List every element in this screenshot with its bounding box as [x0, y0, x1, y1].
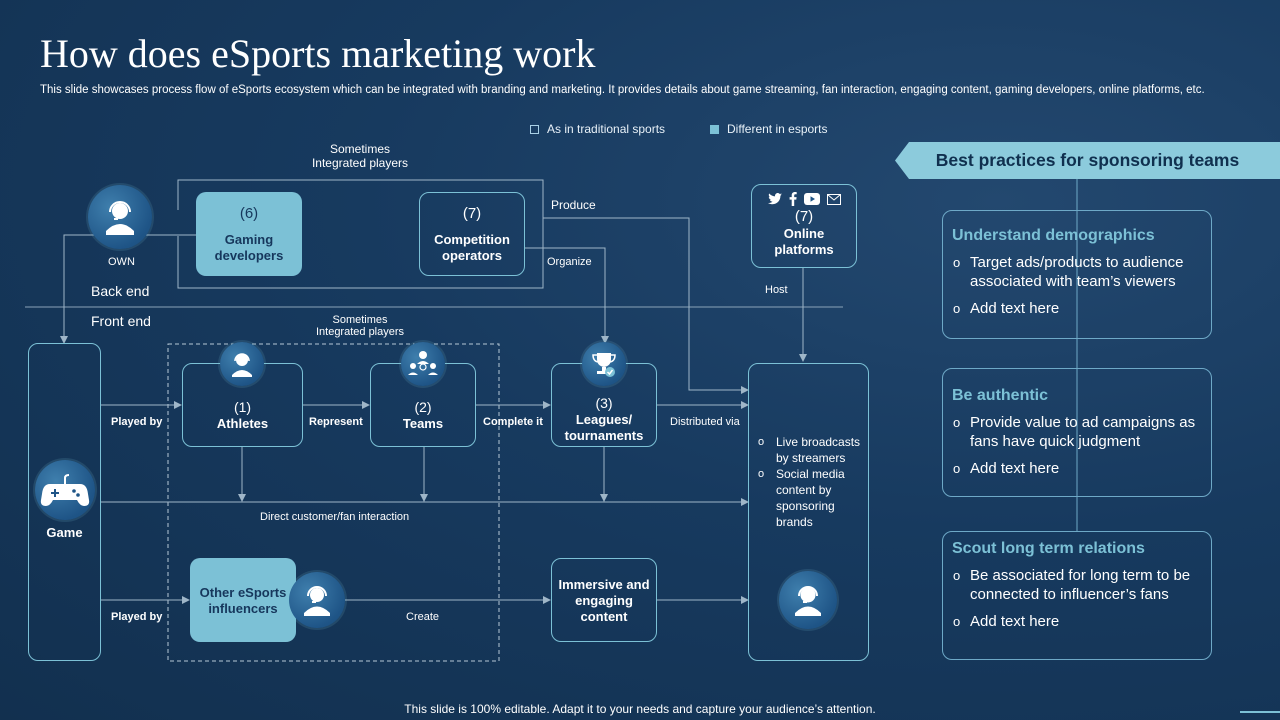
distribution-list: Live broadcasts by streamers Social medi…	[758, 434, 862, 530]
page-title: How does eSports marketing work	[40, 31, 596, 76]
leagues-node: (3) Leagues/ tournaments	[551, 363, 657, 447]
distribution-node	[748, 363, 869, 661]
represent-label: Represent	[309, 416, 363, 428]
social-icons	[752, 190, 856, 208]
front-end-label: Front end	[91, 313, 151, 329]
legend-traditional-label: As in traditional sports	[547, 122, 666, 136]
sometimes-top-line2: Integrated players	[311, 156, 409, 170]
teams-label: Teams	[402, 416, 444, 431]
twitter-icon	[767, 193, 782, 205]
sometimes-mid-line1: Sometimes	[332, 314, 388, 326]
complete-it-label: Complete it	[483, 416, 543, 428]
practice-card-title: Scout long term relations	[952, 540, 1145, 557]
sometimes-top-line1: Sometimes	[329, 142, 391, 156]
legend-different: Different in esports	[710, 122, 828, 136]
trophy-icon	[582, 342, 626, 386]
played-by-label-2: Played by	[111, 611, 163, 623]
distribution-item-2: Social media content by sponsoring brand…	[758, 466, 862, 530]
sometimes-top-label: Sometimes Integrated players	[300, 142, 420, 170]
organize-connector	[524, 247, 609, 344]
integrated-players-bracket	[177, 179, 544, 289]
team-icon	[401, 342, 445, 386]
practice-card-item: Add text here	[952, 612, 1199, 631]
sometimes-mid-line2: Integrated players	[315, 326, 405, 338]
facebook-icon	[789, 192, 797, 206]
mail-icon	[826, 193, 841, 205]
played-by-label-1: Played by	[111, 416, 163, 428]
online-platforms-node: (7) Online platforms	[751, 184, 857, 268]
competition-operators-node: (7) Competition operators	[419, 192, 525, 276]
own-label: OWN	[108, 256, 135, 268]
influencer-headset-icon	[289, 572, 345, 628]
athlete-headset-icon	[220, 342, 264, 386]
practice-card-demographics: Understand demographics Target ads/produ…	[942, 210, 1212, 339]
practice-card-title: Understand demographics	[952, 227, 1155, 244]
leagues-label: Leagues/ tournaments	[564, 412, 644, 443]
organize-label: Organize	[547, 256, 592, 268]
game-label: Game	[46, 525, 83, 540]
create-label: Create	[406, 611, 440, 623]
produce-label: Produce	[551, 198, 596, 212]
practice-card-authentic: Be authentic Provide value to ad campaig…	[942, 368, 1212, 497]
legend-filled-swatch	[710, 124, 719, 134]
influencers-label: Other eSports influencers	[199, 585, 287, 616]
legend-traditional: As in traditional sports	[530, 122, 665, 136]
practice-card-item: Add text here	[952, 299, 1199, 318]
distribution-item-1: Live broadcasts by streamers	[758, 434, 862, 466]
practice-card-item: Target ads/products to audience associat…	[952, 253, 1199, 291]
distributed-via-label: Distributed via	[670, 416, 740, 428]
owner-avatar-icon	[88, 185, 152, 249]
practice-card-item: Be associated for long term to be connec…	[952, 566, 1199, 604]
page-subtitle: This slide showcases process flow of eSp…	[40, 84, 1205, 96]
online-platforms-number: (7)	[794, 208, 814, 225]
direct-interaction-label: Direct customer/fan interaction	[260, 511, 410, 523]
legend-different-label: Different in esports	[727, 122, 828, 136]
practice-card-item: Add text here	[952, 459, 1199, 478]
legend-outline-swatch	[530, 124, 539, 134]
athletes-number: (1)	[233, 399, 252, 415]
gamepad-icon	[35, 460, 95, 520]
practice-card-relations: Scout long term relations Be associated …	[942, 531, 1212, 660]
best-practices-heading: Best practices for sponsoring teams	[895, 142, 1280, 179]
content-label: Immersive and engaging content	[558, 577, 650, 624]
back-end-label: Back end	[91, 283, 150, 299]
leagues-number: (3)	[595, 395, 613, 411]
practice-card-title: Be authentic	[952, 387, 1049, 404]
produce-connector	[543, 217, 749, 394]
competition-operators-number: (7)	[462, 205, 482, 222]
content-node: Immersive and engaging content	[551, 558, 657, 642]
streamer-headset-icon	[779, 571, 837, 629]
sometimes-mid-label: Sometimes Integrated players	[300, 314, 420, 338]
youtube-icon	[803, 193, 820, 205]
host-label: Host	[765, 284, 788, 296]
influencers-node: Other eSports influencers	[190, 558, 296, 642]
athletes-label: Athletes	[216, 416, 269, 431]
gaming-developers-number: (6)	[239, 205, 259, 222]
practice-card-item: Provide value to ad campaigns as fans ha…	[952, 413, 1199, 451]
online-platforms-label: Online platforms	[774, 226, 834, 257]
gaming-developers-node: (6) Gaming developers	[196, 192, 302, 276]
footer-accent-bar	[1240, 711, 1280, 713]
gaming-developers-label: Gaming developers	[214, 232, 284, 263]
competition-operators-label: Competition operators	[434, 232, 510, 263]
game-node: Game	[28, 343, 101, 661]
teams-number: (2)	[414, 399, 432, 415]
footer-note: This slide is 100% editable. Adapt it to…	[404, 702, 876, 716]
own-connector	[60, 234, 196, 344]
